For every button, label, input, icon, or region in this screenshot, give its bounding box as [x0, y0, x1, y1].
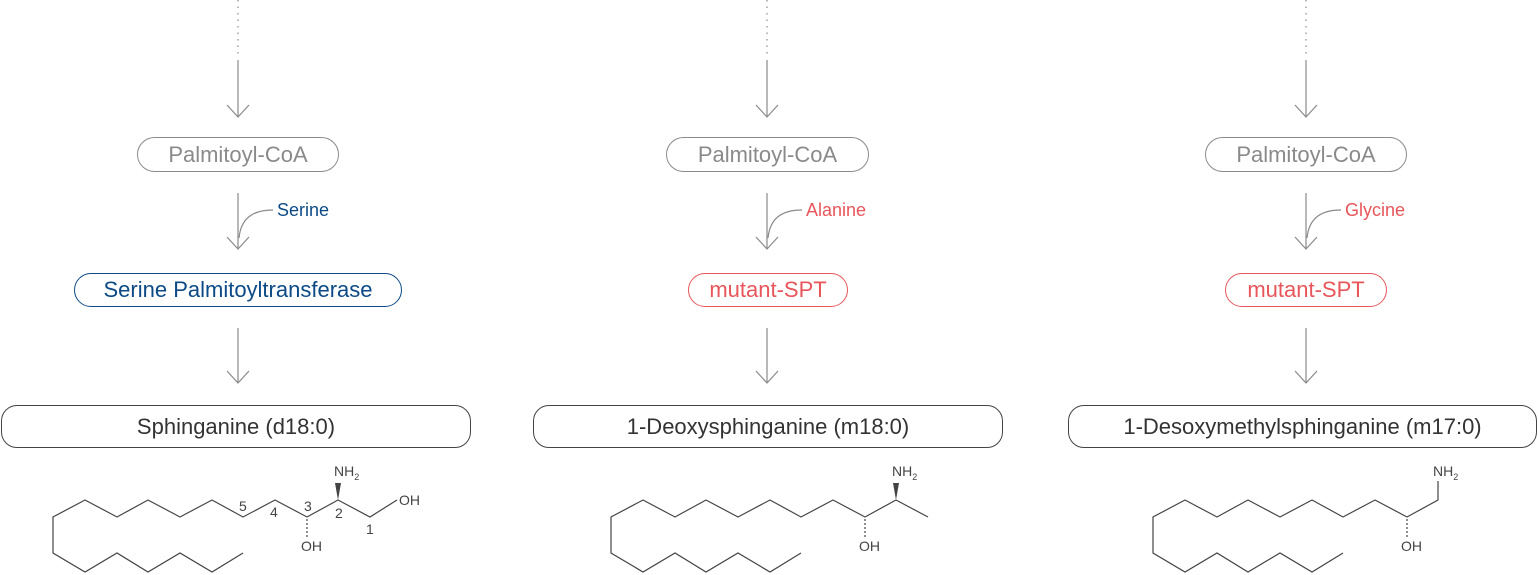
- carbon-number-2: 2: [335, 505, 343, 521]
- arrows-column-3: [1294, 0, 1342, 384]
- amine-label-2: NH2: [892, 463, 918, 482]
- alanine-label: Alanine: [806, 200, 867, 220]
- deoxysphinganine-product-box: 1-Deoxysphinganine (m18:0): [533, 405, 1003, 448]
- desoxymethylsphinganine-structure: [1152, 481, 1439, 573]
- serine-label: Serine: [277, 200, 330, 220]
- carbon-number-4: 4: [270, 504, 278, 520]
- hydroxyl-label-2: OH: [859, 538, 880, 554]
- carbon-number-3: 3: [304, 498, 312, 514]
- carbon-number-5: 5: [239, 498, 247, 514]
- amine-label-3: NH2: [1433, 463, 1459, 482]
- sphinganine-product-box: Sphinganine (d18:0): [1, 405, 471, 448]
- arrows-column-2: [755, 0, 803, 384]
- terminal-hydroxyl-label: OH: [399, 492, 420, 508]
- desoxymethylsphinganine-product-box: 1-Desoxymethylsphinganine (m17:0): [1068, 405, 1537, 448]
- palmitoyl-coa-node-2: Palmitoyl-CoA: [666, 137, 869, 172]
- hydroxyl-label-3: OH: [1401, 538, 1422, 554]
- glycine-label: Glycine: [1345, 200, 1406, 220]
- mutant-spt-node-2: mutant-SPT: [1225, 273, 1387, 307]
- hydroxyl-label-1: OH: [301, 538, 322, 554]
- palmitoyl-coa-node-3: Palmitoyl-CoA: [1205, 137, 1407, 172]
- palmitoyl-coa-node-1: Palmitoyl-CoA: [137, 137, 339, 172]
- arrows-column-1: [226, 0, 274, 384]
- deoxysphinganine-structure: [610, 483, 929, 573]
- spt-enzyme-node: Serine Palmitoyltransferase: [74, 273, 402, 307]
- sphinganine-structure: [52, 483, 398, 573]
- amine-label-1: NH2: [334, 463, 360, 482]
- mutant-spt-node-1: mutant-SPT: [688, 273, 848, 307]
- carbon-number-1: 1: [366, 521, 374, 537]
